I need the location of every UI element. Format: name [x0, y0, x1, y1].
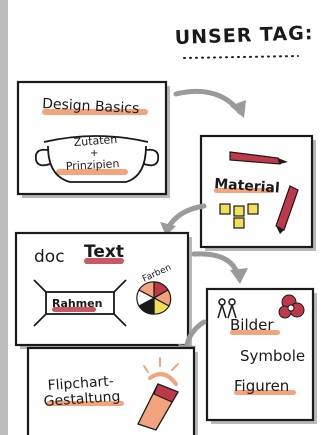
material-title: Material [214, 176, 280, 197]
marker-drawing-icon [137, 357, 179, 431]
design-plus-sign: + [90, 148, 98, 159]
marker-icon [229, 151, 288, 165]
media-line-figuren: Figuren [234, 377, 289, 395]
media-line-bilder: Bilder [230, 316, 274, 334]
design-line-prinzipien: Prinzipien [65, 157, 119, 173]
color-wheel-icon [136, 281, 172, 315]
design-basics-title: Design Basics [42, 96, 140, 117]
doc-word: doc [34, 247, 65, 267]
design-line-zutaten: Zutaten [73, 133, 117, 149]
flipchart-panel: Flipchart- Gestaltung [26, 346, 198, 435]
flipchart-line1: Flipchart- [47, 373, 114, 394]
flower-icon [278, 294, 305, 319]
arrow-icon [160, 203, 207, 236]
material-panel: Material [199, 134, 316, 251]
title-underline-dots [183, 55, 299, 59]
media-line-symbole: Symbole [240, 347, 305, 365]
frame-label: Rahmen [52, 297, 102, 310]
flipchart-line2: Gestaltung [43, 389, 121, 410]
arrow-icon [191, 251, 248, 284]
media-panel: Bilder Symbole Figuren [205, 287, 317, 424]
frame-icon [33, 279, 127, 327]
people-icon [217, 298, 237, 319]
sketchnote-drawing: UNSER TAG: Design Basics Zutaten + Prinz… [14, 22, 317, 435]
page-title: UNSER TAG: [174, 22, 313, 49]
sketchnote-page: UNSER TAG: Design Basics Zutaten + Prinz… [8, 0, 323, 435]
sticky-notes-icon [219, 203, 259, 229]
pot-icon [34, 135, 160, 183]
arrow-icon [173, 88, 246, 118]
design-basics-panel: Design Basics Zutaten + Prinzipien [16, 80, 170, 198]
text-word: Text [84, 242, 124, 262]
pen-icon [275, 185, 299, 234]
doc-text-panel: doc Text Rahmen Farben [14, 231, 192, 349]
